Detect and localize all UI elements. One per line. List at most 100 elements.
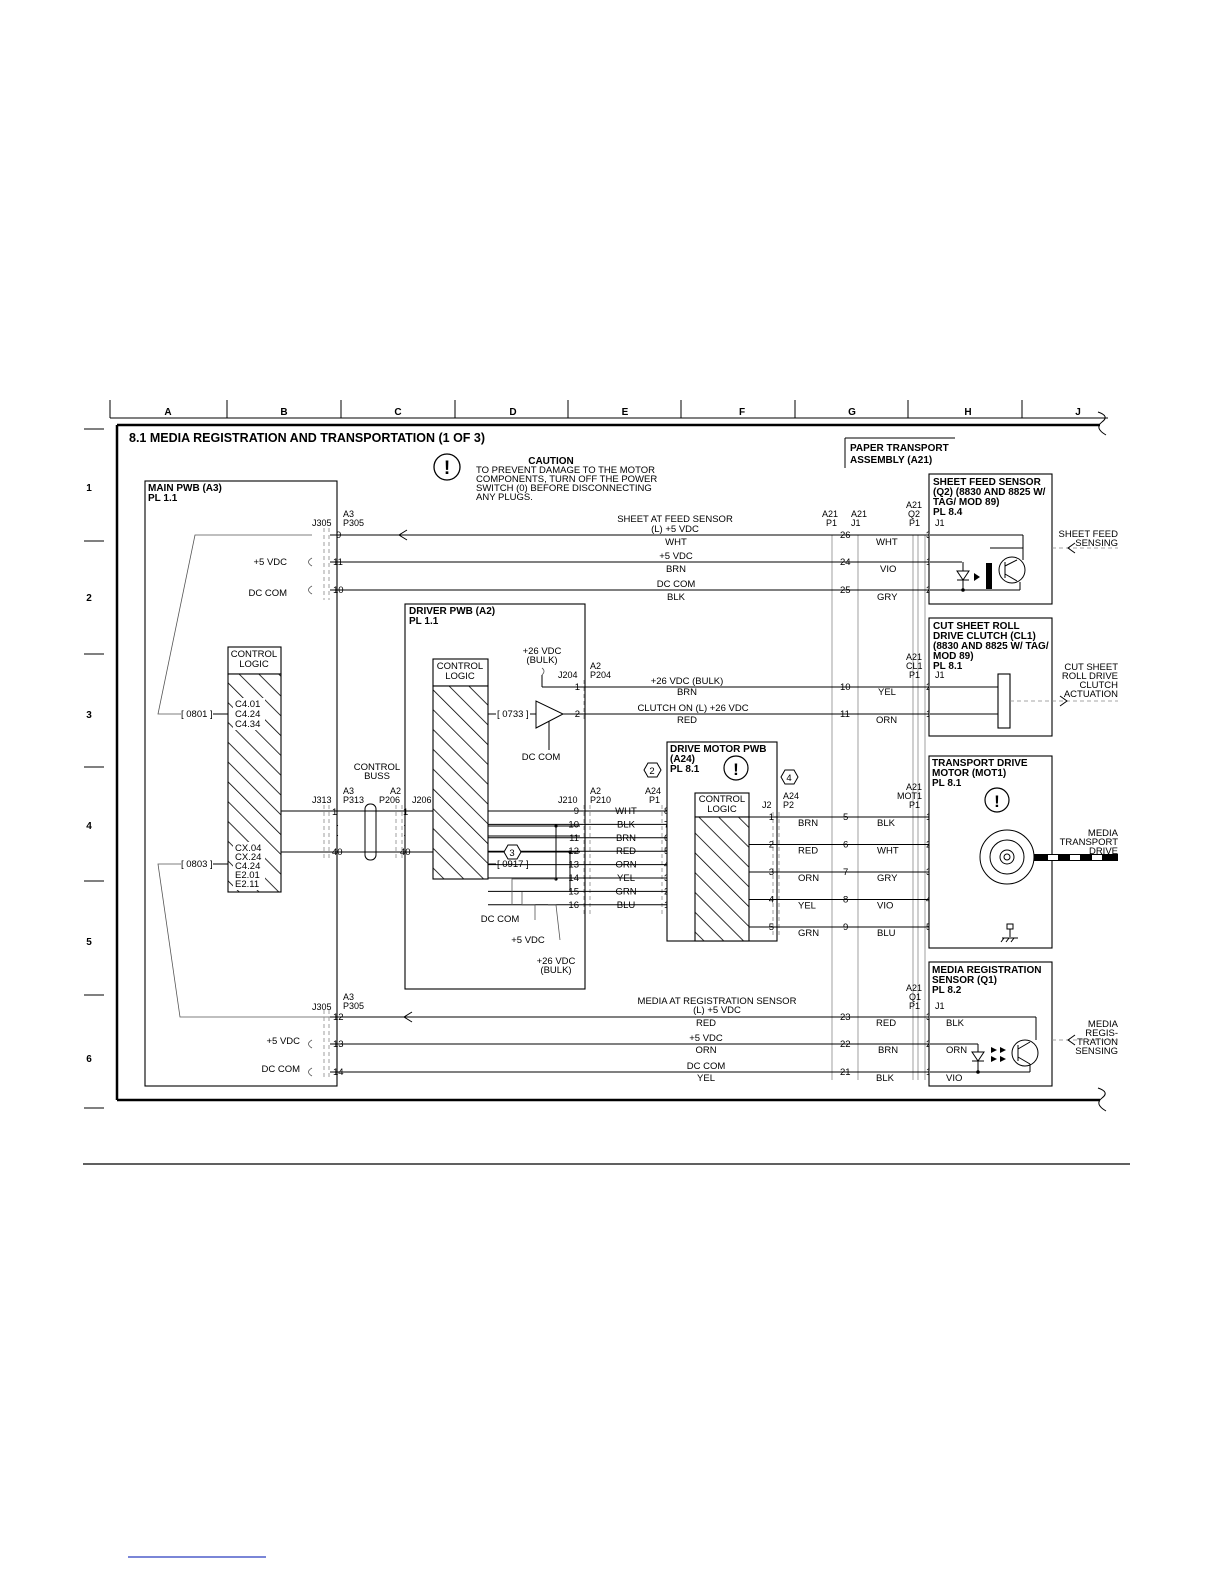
svg-text:RED: RED (876, 1018, 896, 1029)
svg-text:+5 VDC: +5 VDC (266, 1036, 300, 1047)
column-guides (831, 535, 926, 1080)
callouts: 2 3 4 (503, 762, 799, 860)
svg-text:+5 VDC: +5 VDC (689, 1033, 723, 1044)
svg-text:RED: RED (696, 1018, 716, 1029)
svg-text:PAPER TRANSPORT: PAPER TRANSPORT (850, 443, 949, 454)
svg-text:DC COM: DC COM (481, 914, 520, 925)
svg-text:P204: P204 (590, 670, 611, 680)
svg-text:CUT SHEET: CUT SHEET (1064, 662, 1118, 673)
svg-text:C4.24: C4.24 (235, 709, 260, 720)
svg-text:CX.04: CX.04 (235, 843, 261, 854)
svg-text:PL 8.2: PL 8.2 (932, 985, 962, 996)
svg-text:SHEET FEED SENSOR: SHEET FEED SENSOR (933, 477, 1042, 488)
row-label: 3 (86, 710, 92, 721)
col-label: A (164, 407, 171, 418)
col-label: H (964, 407, 971, 418)
pin-label: 9 (574, 806, 579, 817)
pin-label: 11 (569, 833, 579, 844)
col-label: C (394, 407, 401, 418)
svg-text:P1: P1 (909, 670, 920, 680)
svg-text:4: 4 (786, 773, 791, 784)
row-label: 5 (86, 937, 92, 948)
svg-text:A21: A21 (851, 509, 867, 519)
pin-label: 8 (843, 895, 848, 906)
svg-text:J1: J1 (935, 1001, 945, 1011)
svg-text:·: · (403, 820, 406, 831)
svg-text:MEDIA AT REGISTRATION SENSOR: MEDIA AT REGISTRATION SENSOR (638, 996, 797, 1007)
svg-text:MEDIA: MEDIA (1088, 828, 1119, 839)
wire-color-label: BRN (798, 818, 818, 829)
svg-text:CONTROL: CONTROL (699, 794, 745, 805)
svg-text:11: 11 (333, 557, 343, 568)
svg-text:14: 14 (333, 1067, 344, 1078)
svg-text:1: 1 (403, 807, 408, 818)
col-label: J (1075, 407, 1081, 418)
paper-transport-label: PAPER TRANSPORT ASSEMBLY (A21) (844, 437, 955, 468)
svg-text:MEDIA REGISTRATION: MEDIA REGISTRATION (932, 965, 1041, 976)
exclamation-glyph: ! (444, 458, 450, 479)
svg-text:C4.01: C4.01 (235, 699, 260, 710)
wire-color-label: BLK (877, 818, 896, 829)
svg-text:3: 3 (509, 848, 514, 859)
svg-text:+5 VDC: +5 VDC (659, 551, 693, 562)
wire-color-label: VIO (877, 901, 893, 912)
column-header: A B C D E F G H J (109, 400, 1108, 419)
svg-text:(L) +5 VDC: (L) +5 VDC (651, 524, 699, 535)
svg-text:SHEET FEED: SHEET FEED (1059, 529, 1119, 540)
row-label: 4 (86, 821, 92, 832)
svg-text:Q2: Q2 (908, 509, 920, 519)
pin-label: 4 (769, 895, 774, 906)
svg-text:E2.01: E2.01 (235, 870, 260, 881)
svg-text:J204: J204 (558, 670, 578, 680)
svg-text:(L) +5 VDC: (L) +5 VDC (693, 1005, 741, 1016)
svg-text:E2.11: E2.11 (235, 879, 259, 890)
registration-circuit: MEDIA AT REGISTRATION SENSOR (L) +5 VDC … (261, 983, 931, 1084)
svg-text:J305: J305 (312, 1002, 332, 1012)
pin-label: 6 (843, 840, 848, 851)
svg-text:J1: J1 (935, 670, 945, 680)
svg-text:CL1: CL1 (906, 661, 923, 671)
wire-color-label: YEL (617, 873, 635, 884)
drive-motor-pwb: DRIVE MOTOR PWB (A24) PL 8.1 ! CONTROL L… (666, 741, 985, 942)
svg-text:CONTROL: CONTROL (231, 649, 277, 660)
wire-color-label: WHT (877, 846, 899, 857)
clutch-circuit: A2 P204 1 2 +26 VDC (BULK) BRN CLUTCH ON… (563, 652, 931, 726)
svg-text:A2: A2 (390, 786, 401, 796)
col-label: F (739, 407, 745, 418)
svg-text:J1: J1 (851, 518, 861, 528)
pin-label: 15 (568, 886, 579, 897)
svg-text:CONTROL: CONTROL (437, 661, 483, 672)
svg-text:BRN: BRN (677, 687, 697, 698)
svg-text:A24: A24 (645, 786, 661, 796)
svg-text:A21: A21 (906, 500, 922, 510)
ref-0801: [ 0801 ] (181, 709, 213, 720)
wire-color-label: GRY (877, 873, 898, 884)
diagram-frame (115, 411, 1107, 1112)
transport-drive-motor: TRANSPORT DRIVE MOTOR (MOT1) PL 8.1 ! ME… (928, 755, 1119, 949)
svg-text:P1: P1 (909, 518, 920, 528)
svg-text:BLK: BLK (946, 1018, 965, 1029)
svg-text:P1: P1 (909, 1001, 920, 1011)
svg-text:A3: A3 (343, 992, 354, 1002)
svg-text:TRANSPORT: TRANSPORT (1060, 837, 1119, 848)
svg-text:9: 9 (336, 530, 341, 541)
svg-text:LOGIC: LOGIC (445, 671, 475, 682)
svg-text:DC COM: DC COM (687, 1061, 726, 1072)
svg-text:CLUTCH: CLUTCH (1079, 680, 1118, 691)
svg-text:DRIVE CLUTCH (CL1): DRIVE CLUTCH (CL1) (933, 631, 1036, 642)
row-label: 2 (86, 593, 92, 604)
wire-color-label: GRN (798, 928, 819, 939)
svg-text:VIO: VIO (880, 564, 896, 575)
svg-text:GRY: GRY (877, 592, 898, 603)
svg-text:A3: A3 (343, 509, 354, 519)
caution-line: SWITCH (0) BEFORE DISCONNECTING (476, 483, 652, 494)
wire-color-label: WHT (615, 806, 637, 817)
pin-label: 1 (769, 812, 774, 823)
svg-text:J313: J313 (312, 795, 332, 805)
svg-text:Q1: Q1 (909, 992, 921, 1002)
svg-text:BLK: BLK (667, 592, 686, 603)
control-buss: CONTROL BUSS 1 40 1 40 · · · · A2 P206 J… (281, 762, 433, 861)
svg-text:10: 10 (840, 682, 851, 693)
registration-sensor: MEDIA REGISTRATION SENSOR (Q1) PL 8.2 J1… (928, 961, 1119, 1087)
